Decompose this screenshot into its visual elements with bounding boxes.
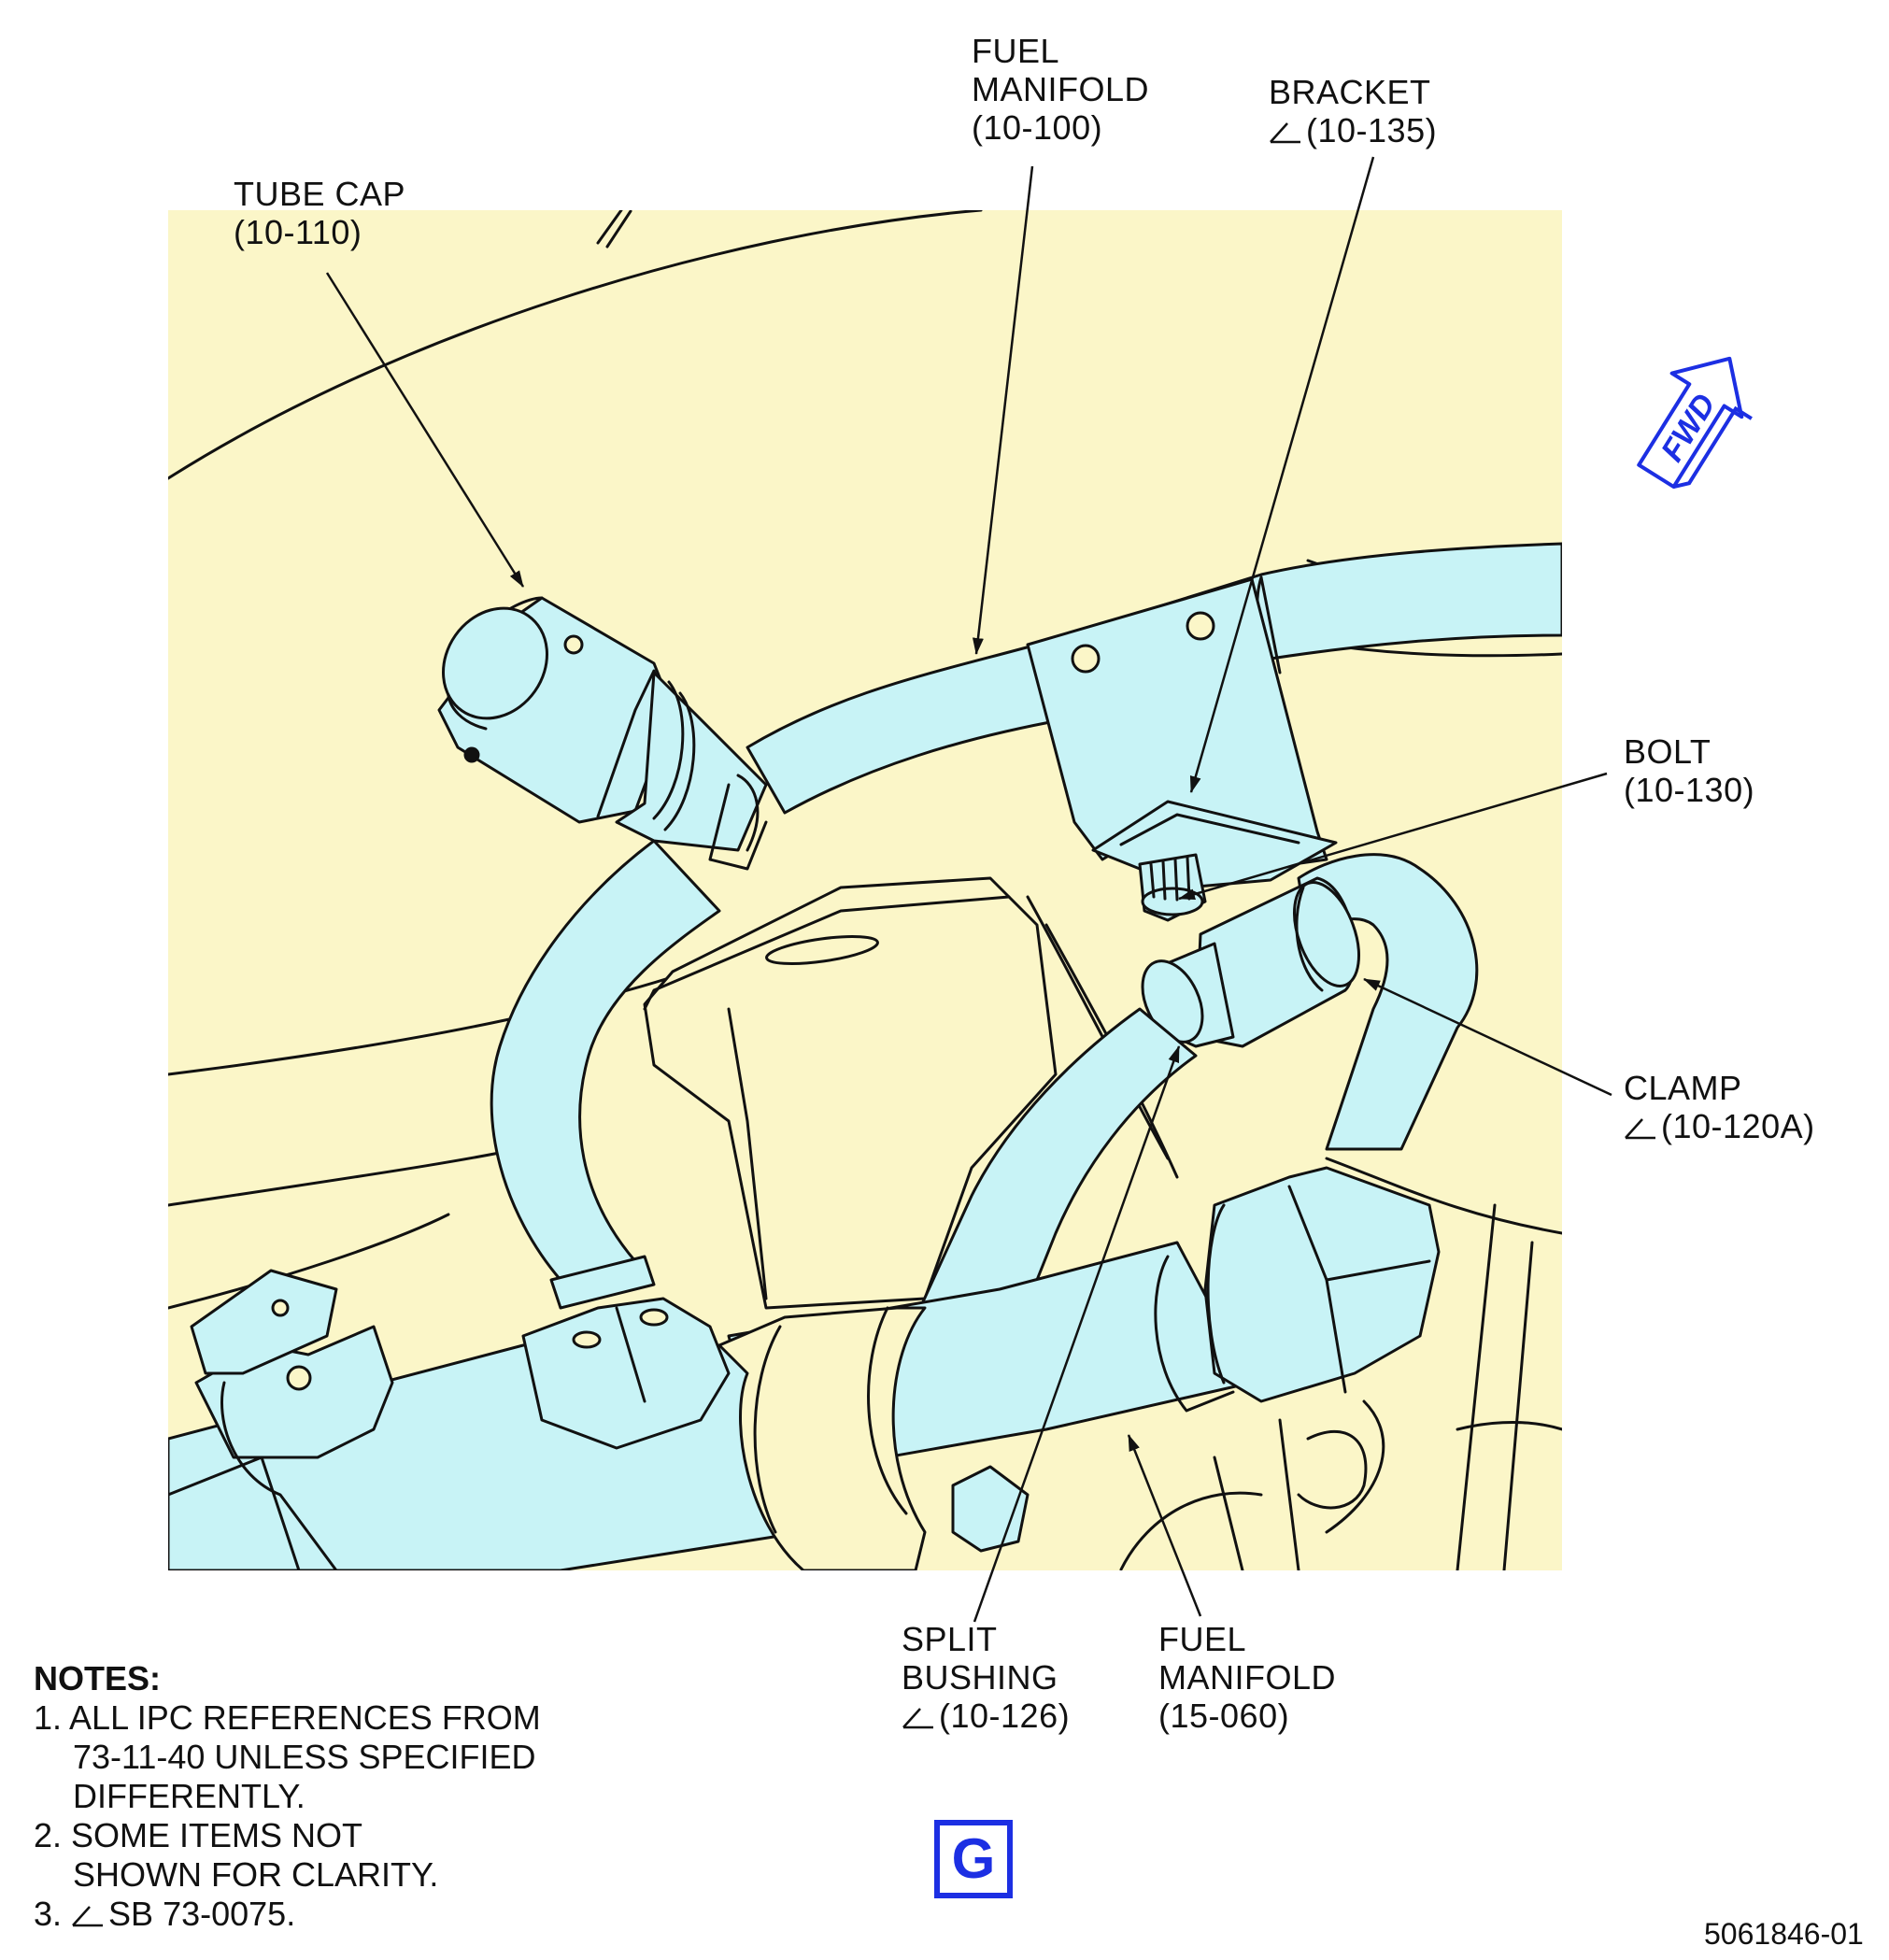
label-text: (10-130) [1624, 771, 1755, 809]
sb-triangle-icon [1625, 1118, 1655, 1140]
note-3: 3. SB 73-0075. [34, 1895, 541, 1934]
leader-clamp [1363, 977, 1612, 1097]
note-text: DIFFERENTLY. [73, 1777, 305, 1815]
label-text: BOLT [1624, 732, 1711, 771]
label-text: CLAMP [1624, 1069, 1742, 1107]
label-text: FUEL [1158, 1620, 1247, 1658]
note-text: 73-11-40 UNLESS SPECIFIED [73, 1738, 536, 1776]
leader-bracket [1189, 156, 1375, 793]
label-text: (10-126) [939, 1697, 1071, 1735]
label-fuel-manifold-top: FUEL MANIFOLD (10-100) [972, 32, 1149, 147]
note-text: 3. [34, 1895, 63, 1933]
label-text: (10-100) [972, 108, 1103, 147]
label-text: MANIFOLD [972, 70, 1150, 108]
label-bracket: BRACKET (10-135) [1269, 73, 1437, 149]
leader-fuel-manifold-bottom [1127, 1434, 1202, 1617]
leader-split-bushing [973, 1045, 1181, 1623]
tube-cap-body [615, 671, 768, 852]
label-fuel-manifold-bottom: FUEL MANIFOLD (15-060) [1158, 1620, 1336, 1735]
fwd-arrow-icon: FWD [1637, 356, 1753, 490]
lower-clamp-block [717, 1306, 927, 1570]
label-tube-cap: TUBE CAP (10-110) [234, 175, 405, 251]
notes-block: NOTES: 1. ALL IPC REFERENCES FROM 73-11-… [34, 1659, 541, 1934]
label-text: (10-135) [1306, 111, 1438, 149]
leader-tube-cap [325, 272, 525, 588]
label-text: SPLIT [902, 1620, 998, 1658]
label-text: (10-110) [234, 213, 362, 251]
label-text: BUSHING [902, 1658, 1058, 1697]
right-loop-tube [1297, 853, 1479, 1151]
label-text: TUBE CAP [234, 175, 406, 213]
note-text: 2. SOME ITEMS NOT [34, 1816, 363, 1854]
mount-plate [643, 876, 1058, 1310]
view-letter-badge: G [934, 1820, 1013, 1898]
label-bolt: BOLT (10-130) [1624, 732, 1754, 809]
label-text: (15-060) [1158, 1697, 1290, 1735]
note-1: 1. ALL IPC REFERENCES FROM 73-11-40 UNLE… [34, 1698, 541, 1816]
label-clamp: CLAMP (10-120A) [1624, 1069, 1815, 1145]
label-text: MANIFOLD [1158, 1658, 1337, 1697]
note-text: 1. ALL IPC REFERENCES FROM [34, 1698, 541, 1737]
note-text: SHOWN FOR CLARITY. [73, 1855, 439, 1894]
note-text: SB 73-0075. [108, 1895, 296, 1933]
sb-triangle-icon [1270, 122, 1300, 144]
note-2: 2. SOME ITEMS NOT SHOWN FOR CLARITY. [34, 1816, 541, 1895]
notes-title: NOTES: [34, 1659, 162, 1697]
leader-bolt [1178, 772, 1608, 901]
label-text: (10-120A) [1661, 1107, 1815, 1145]
engine-case-outline [168, 210, 983, 480]
figure-number: 5061846-01 [1704, 1917, 1864, 1951]
label-text: BRACKET [1269, 73, 1431, 111]
sb-triangle-icon [902, 1708, 933, 1729]
right-hex-nut [1203, 1166, 1441, 1403]
leader-fuel-manifold-top [972, 165, 1034, 655]
label-split-bushing: SPLIT BUSHING (10-126) [902, 1620, 1070, 1735]
label-text: FUEL [972, 32, 1060, 70]
sb-triangle-icon [72, 1906, 104, 1927]
